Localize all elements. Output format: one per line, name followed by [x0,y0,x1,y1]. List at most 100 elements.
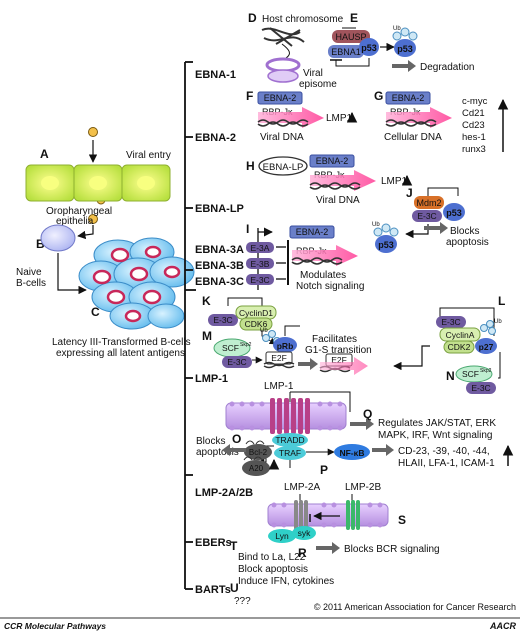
gene-2: Cd23 [462,120,485,131]
q-line-2: MAPK, IRF, Wnt signaling [378,430,492,441]
t-line-1: Bind to La, L22 [238,552,306,563]
nfkb-protein [334,444,370,460]
viral-episome-label-2: episome [299,79,337,90]
branch-ebna1: EBNA-1 [195,69,236,81]
hausp-protein [332,30,370,43]
cdk2-protein [443,340,475,354]
t-line-3: Induce IFN, cytokines [238,576,334,587]
label-K: K [202,294,211,308]
aacr-logo: AACR [489,621,516,631]
cyclind1-label: CyclinD1 [239,308,273,318]
label-L: L [498,294,505,308]
syk-label: syk [298,528,312,538]
lmp2a-label: LMP-2A [284,482,320,493]
ebnalp-label: EBNA-LP [263,162,304,173]
label-N: N [446,369,455,383]
e3c-protein-i [246,274,274,285]
ubiquitin-chain-e [392,27,418,41]
naive-label-1: Naive [16,267,42,278]
epithelia-label-1: Oropharyngeal [46,206,112,217]
ubiquitin-chain-l [480,320,496,335]
p53-ub-protein-j [375,235,397,253]
ebna1-protein [328,45,364,58]
ubiquitin-chain-j [373,223,399,237]
ebna2-protein-h [309,154,355,168]
traf-protein [274,446,306,460]
branch-ebna3b: EBNA-3B [195,260,244,272]
ub-label-j: Ub [372,222,380,228]
label-T: T [230,539,238,553]
e3c-label-n: E-3C [471,383,490,393]
blocks-bcr-label: Blocks BCR signaling [344,544,440,555]
viral-dna-label-h: Viral DNA [316,195,360,206]
label-A: A [40,147,49,161]
cyclina-label: CyclinA [446,330,475,340]
p53-protein [359,38,379,56]
branch-lmp1: LMP-1 [195,373,228,385]
facilitates-label: Facilitates [312,334,357,345]
branch-barts: BARTs [195,584,231,596]
label-P: P [320,463,328,477]
ebna2-label-i: EBNA-2 [296,227,329,237]
ebna2-label-h: EBNA-2 [316,156,349,166]
branch-ebnalp: EBNA-LP [195,203,244,215]
lipid-heads-q [229,401,343,431]
bcl2-label: Bcl-2 [249,448,268,457]
scf-label-m: SCF [222,343,239,353]
lipid-heads-s [271,502,383,528]
skp2-label-n: Skp2 [480,368,492,374]
a20-protein [242,460,270,476]
apoptosis-label-j: apoptosis [446,237,489,248]
p53-label-j: p53 [446,208,462,218]
journal-label: CCR Molecular Pathways [4,621,106,631]
branch-ebna3c: EBNA-3C [195,276,244,288]
label-H: H [246,159,255,173]
ub-label-m: Ub [260,328,268,334]
apoptosis-label-o: apoptosis [196,447,239,458]
lmp1-transmembrane [270,398,310,434]
viral-dna-label-f: Viral DNA [260,132,304,143]
lmp2a-transmembrane [294,500,308,530]
viral-entry-label: Viral entry [126,150,171,161]
cdk6-protein [239,317,273,331]
e3a-protein [246,242,274,253]
lmp1-label-f: LMP1 [326,113,353,124]
label-Q: Q [363,407,372,421]
degradation-label: Degradation [420,62,474,73]
gene-0: c-myc [462,96,488,107]
p53-label: p53 [361,43,377,53]
e2f-label-free: E2F [331,355,347,365]
prb-label: pRb [277,341,294,351]
e3c-label-l: E-3C [441,317,460,327]
oropharyngeal-epithelia [25,164,171,202]
ebna2-protein-g [385,91,431,105]
label-E: E [350,11,358,25]
p27-protein [475,338,497,354]
hausp-label: HAUSP [335,32,366,42]
lmp1-protein-label: LMP-1 [264,381,294,392]
dna-helix-f [257,119,309,125]
tradd-protein [272,433,308,447]
label-F: F [246,89,253,103]
label-I: I [246,222,249,236]
ub-label-l: Ub [494,319,502,325]
branch-ebna3a: EBNA-3A [195,244,244,256]
ebna1-protein-label: EBNA1 [331,47,361,57]
a20-label: A20 [249,464,264,473]
latency-label-2: expressing all latent antigens [56,348,185,359]
u-question: ??? [234,596,251,607]
label-D: D [248,11,257,25]
e3c-protein-j [412,210,442,222]
naive-b-cell [40,224,76,252]
host-chromosome-icon [261,27,305,47]
tradd-label: TRADD [275,435,304,445]
lmp2b-label: LMP-2B [345,482,381,493]
p-line-1: CD-23, -39, -40, -44, [398,446,490,457]
ebnalp-protein [258,156,308,176]
prb-protein [273,337,297,353]
naive-label-2: B-cells [16,278,46,289]
p53-ub-label: p53 [397,44,413,54]
cdk6-label: CDK6 [245,319,268,329]
cellular-dna-label: Cellular DNA [384,132,442,143]
notch-label: Notch signaling [296,281,364,292]
